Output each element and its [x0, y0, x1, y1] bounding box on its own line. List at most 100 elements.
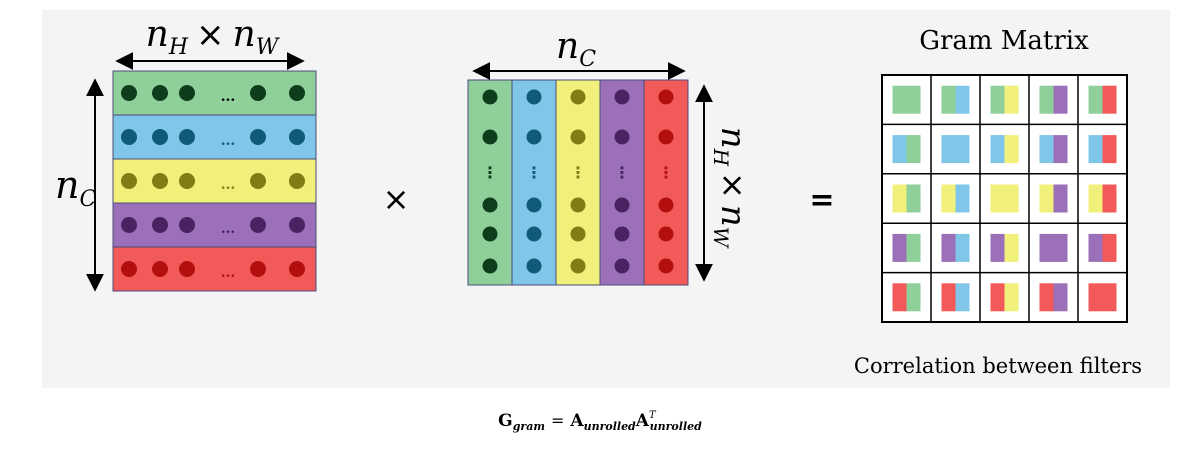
middle-blue-dot — [526, 197, 542, 213]
middle-blue-dot — [526, 129, 542, 145]
middle-red-dot — [658, 197, 674, 213]
left-top-label: nH×nW — [146, 14, 281, 60]
middle-side-label-group: nH×nW — [709, 127, 753, 249]
gram-cell-purple-blue — [941, 233, 956, 262]
middle-side-label: nH×nW — [709, 127, 753, 249]
middle-col-ellipsis: ⋮ — [482, 163, 498, 182]
middle-green-dot — [482, 226, 498, 242]
middle-yellow-dot — [570, 89, 586, 105]
middle-top-label: nC — [556, 26, 596, 72]
middle-red-dot — [658, 226, 674, 242]
left-purple-dot — [152, 217, 168, 233]
middle-blue-dot — [526, 89, 542, 105]
middle-col-yellow — [555, 79, 601, 286]
left-green-dot — [250, 85, 266, 101]
gram-cell-green-purple — [1053, 85, 1068, 114]
left-red-dot — [289, 261, 305, 277]
gram-cell-yellow — [990, 184, 1019, 213]
left-row-ellipsis: ... — [221, 221, 236, 237]
gram-cell-purple-yellow — [1004, 233, 1019, 262]
gram-cell-red-yellow — [990, 283, 1005, 312]
left-red-dot — [152, 261, 168, 277]
middle-col-green — [467, 79, 513, 286]
gram-cell-purple — [1039, 233, 1068, 262]
gram-cell-red-green — [906, 283, 921, 312]
left-red-dot — [179, 261, 195, 277]
gram-cell-purple-blue — [955, 233, 970, 262]
left-yellow-dot — [289, 173, 305, 189]
gram-cell-purple-green — [906, 233, 921, 262]
left-purple-dot — [121, 217, 137, 233]
gram-caption: Correlation between filters — [854, 354, 1142, 378]
middle-purple-dot — [614, 197, 630, 213]
gram-cell-green-red — [1088, 85, 1103, 114]
middle-purple-dot — [614, 226, 630, 242]
gram-cell-red-blue — [955, 283, 970, 312]
gram-cell-green-yellow — [1004, 85, 1019, 114]
gram-cell-blue-red — [1102, 135, 1117, 164]
gram-cell-red-yellow — [1004, 283, 1019, 312]
gram-matrix-grid — [881, 74, 1128, 323]
left-row-blue — [112, 114, 317, 160]
left-blue-dot — [250, 129, 266, 145]
middle-col-ellipsis: ⋮ — [658, 163, 674, 182]
left-yellow-dot — [152, 173, 168, 189]
gram-cell-red-blue — [941, 283, 956, 312]
gram-cell-blue — [941, 135, 970, 164]
gram-cell-yellow-blue — [955, 184, 970, 213]
left-matrix: ... ... ... ... ... — [112, 70, 317, 292]
left-red-dot — [121, 261, 137, 277]
middle-yellow-dot — [570, 129, 586, 145]
gram-matrix-title: Gram Matrix — [919, 26, 1089, 56]
gram-cell-purple-green — [892, 233, 907, 262]
gram-cell-blue-yellow — [1004, 135, 1019, 164]
gram-cell-green-yellow — [990, 85, 1005, 114]
left-green-dot — [121, 85, 137, 101]
gram-cell-red-green — [892, 283, 907, 312]
left-side-label: nC — [55, 163, 96, 212]
gram-cell-blue-green — [906, 135, 921, 164]
middle-col-ellipsis: ⋮ — [570, 163, 586, 182]
left-green-dot — [179, 85, 195, 101]
left-yellow-dot — [250, 173, 266, 189]
middle-purple-dot — [614, 129, 630, 145]
gram-cell-blue-green — [892, 135, 907, 164]
gram-cell-red — [1088, 283, 1117, 312]
gram-cell-blue-yellow — [990, 135, 1005, 164]
left-row-ellipsis: ... — [221, 177, 236, 193]
middle-matrix-dots — [482, 89, 674, 274]
multiply-sign: × — [383, 180, 410, 218]
middle-col-ellipsis: ⋮ — [614, 163, 630, 182]
gram-cell-yellow-green — [892, 184, 907, 213]
left-blue-dot — [121, 129, 137, 145]
middle-green-dot — [482, 89, 498, 105]
middle-green-dot — [482, 197, 498, 213]
gram-cell-yellow-purple — [1053, 184, 1068, 213]
gram-cell-blue-purple — [1053, 135, 1068, 164]
middle-yellow-dot — [570, 197, 586, 213]
left-row-yellow — [112, 158, 317, 204]
left-yellow-dot — [179, 173, 195, 189]
middle-blue-dot — [526, 258, 542, 274]
middle-red-dot — [658, 129, 674, 145]
gram-cell-red-purple — [1039, 283, 1054, 312]
gram-cell-purple-red — [1088, 233, 1103, 262]
left-row-green — [112, 70, 317, 116]
left-row-ellipsis: ... — [221, 265, 236, 281]
gram-cell-blue-red — [1088, 135, 1103, 164]
gram-cell-blue-purple — [1039, 135, 1054, 164]
left-purple-dot — [250, 217, 266, 233]
gram-cell-green-blue — [955, 85, 970, 114]
middle-red-dot — [658, 89, 674, 105]
left-row-red — [112, 246, 317, 292]
left-red-dot — [250, 261, 266, 277]
left-matrix-dots — [121, 85, 305, 277]
left-row-ellipsis: ... — [221, 133, 236, 149]
equals-sign: = — [809, 183, 834, 218]
left-blue-dot — [289, 129, 305, 145]
gram-cell-yellow-blue — [941, 184, 956, 213]
middle-col-ellipsis: ⋮ — [526, 163, 542, 182]
gram-cell-green-blue — [941, 85, 956, 114]
